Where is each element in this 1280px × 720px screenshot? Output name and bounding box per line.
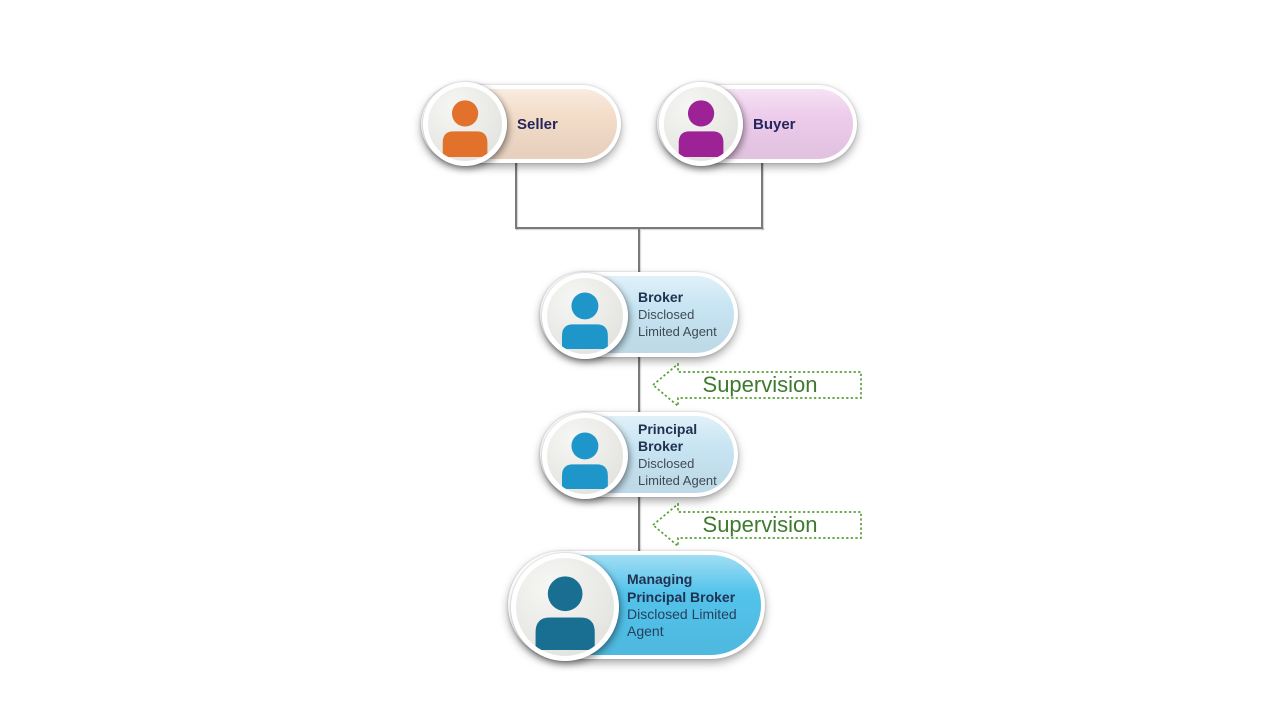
broker-avatar	[542, 273, 628, 359]
node-buyer: Buyer	[657, 82, 857, 166]
supervision-arrow-1	[651, 363, 862, 407]
node-subtitle: Disclosed Limited Agent	[638, 307, 717, 339]
connector-seller-down	[515, 160, 517, 229]
node-broker: Broker Disclosed Limited Agent	[540, 272, 738, 359]
managing-principal-broker-text: Managing Principal Broker Disclosed Limi…	[627, 551, 755, 659]
principal-broker-avatar	[542, 413, 628, 499]
seller-text: Seller	[517, 85, 613, 163]
supervision-label-2: Supervision	[702, 512, 818, 537]
node-title: Seller	[517, 115, 558, 133]
connector-principal-managing	[638, 495, 640, 554]
supervision-label-1: Supervision	[702, 372, 818, 397]
node-title: Buyer	[753, 115, 796, 133]
broker-text: Broker Disclosed Limited Agent	[638, 272, 733, 357]
managing-principal-broker-avatar	[511, 553, 619, 661]
connector-to-broker	[638, 229, 640, 275]
connector-horizontal	[515, 227, 763, 229]
node-subtitle: Disclosed Limited Agent	[627, 606, 737, 639]
person-icon	[442, 100, 488, 157]
person-icon	[535, 576, 595, 651]
node-subtitle: Disclosed Limited Agent	[638, 455, 717, 488]
node-title: Broker	[638, 289, 684, 305]
buyer-avatar	[659, 82, 743, 166]
person-icon	[562, 292, 608, 350]
principal-broker-text: Principal Broker Disclosed Limited Agent	[638, 412, 733, 497]
node-managing-principal-broker: Managing Principal Broker Disclosed Limi…	[508, 551, 765, 661]
node-title: Principal Broker	[638, 420, 698, 454]
node-principal-broker: Principal Broker Disclosed Limited Agent	[540, 412, 738, 499]
seller-avatar	[423, 82, 507, 166]
connector-buyer-down	[761, 160, 763, 229]
connector-broker-principal	[638, 355, 640, 415]
node-title: Managing Principal Broker	[627, 571, 736, 605]
person-icon	[562, 432, 608, 490]
buyer-text: Buyer	[753, 85, 849, 163]
node-seller: Seller	[421, 82, 621, 166]
person-icon	[678, 100, 724, 157]
supervision-arrow-2	[651, 503, 862, 547]
